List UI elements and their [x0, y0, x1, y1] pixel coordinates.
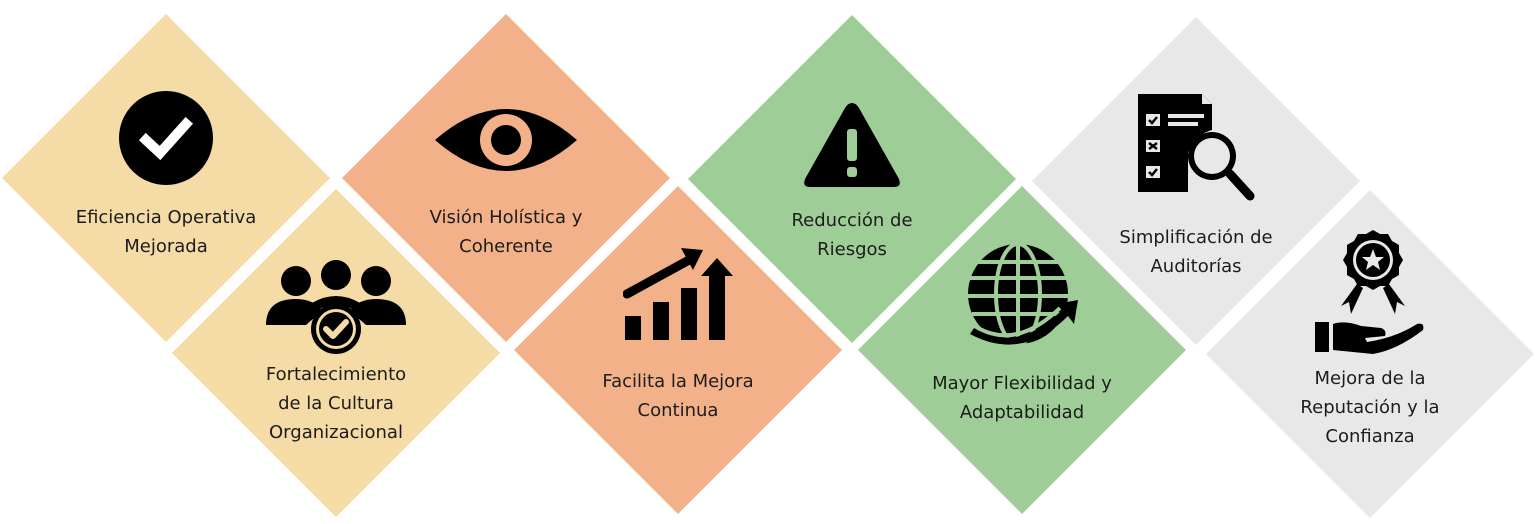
benefit-label: Reducción de Riesgos: [791, 210, 913, 260]
audit-checklist-icon: [1136, 94, 1256, 206]
benefit-label: Mejora de la Reputación y la Confianza: [1300, 368, 1440, 447]
benefit-label: Simplificación de Auditorías: [1119, 227, 1273, 277]
benefit-label: Fortalecimiento de la Cultura Organizaci…: [265, 364, 407, 443]
benefit-label: Facilita la Mejora Continua: [602, 371, 754, 421]
benefit-label: Eficiencia Operativa Mejorada: [75, 207, 257, 257]
benefit-label: Mayor Flexibilidad y Adaptabilidad: [932, 373, 1112, 423]
warning-icon: [802, 99, 902, 189]
benefit-simplificacion-auditorias: Simplificación de Auditorías: [1032, 17, 1360, 345]
globe-arrow-icon: [966, 244, 1078, 348]
growth-chart-icon: [623, 246, 733, 342]
benefit-label: Visión Holística y Coherente: [429, 207, 583, 257]
award-hand-icon: [1315, 230, 1425, 354]
check-circle-icon: [118, 90, 214, 186]
benefit-eficiencia-operativa: Eficiencia Operativa Mejorada: [2, 14, 330, 342]
benefit-reduccion-riesgos: Reducción de Riesgos: [688, 15, 1016, 343]
benefit-reputacion-confianza: Mejora de la Reputación y la Confianza: [1206, 190, 1534, 518]
eye-icon: [435, 102, 577, 178]
team-check-icon: [266, 259, 406, 355]
benefit-flexibilidad: Mayor Flexibilidad y Adaptabilidad: [858, 186, 1186, 514]
